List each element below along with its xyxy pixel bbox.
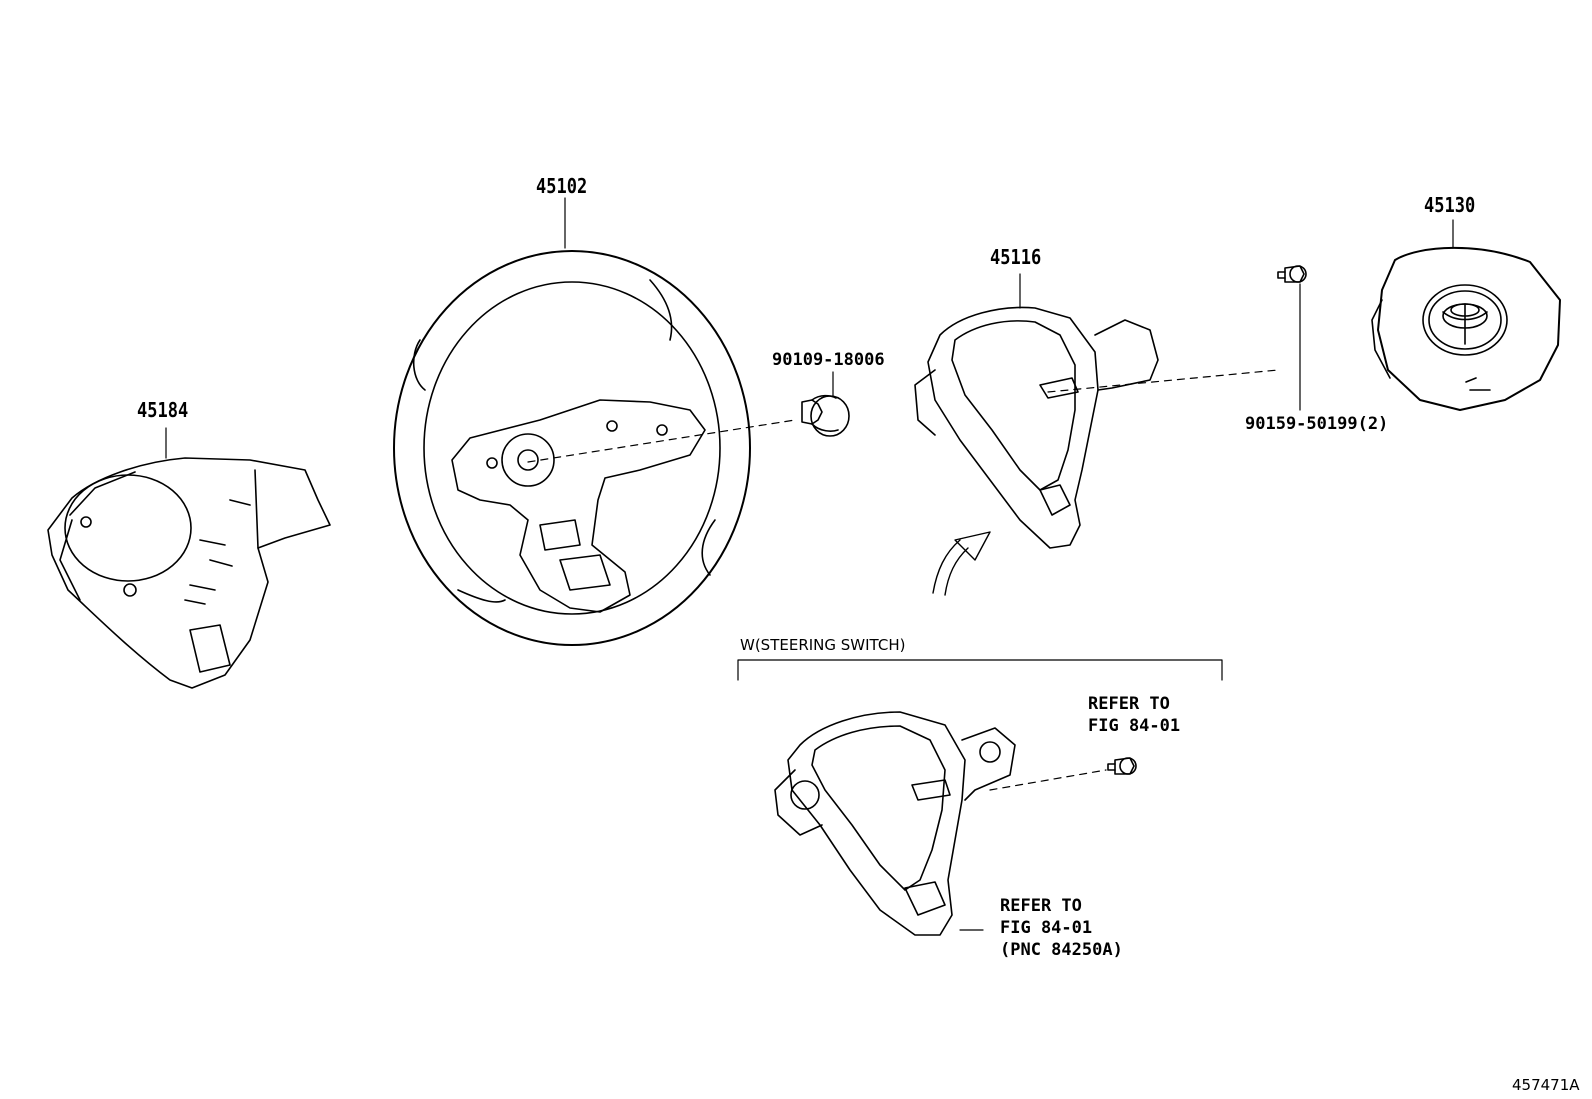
lower-cover-drawing [914,306,1159,549]
column-cover-drawing [47,457,331,689]
part-number-45102: 45102 [536,174,588,198]
part-number-45130: 45130 [1424,193,1476,217]
screw-drawing [1277,265,1307,283]
refer-upper-line2: FIG 84-01 [1088,716,1181,736]
part-number-90159-50199: 90159-50199(2) [1245,414,1389,434]
illustration-ref-number: 457471A [1512,1076,1580,1094]
leader-lines [165,197,1454,931]
part-number-90109-18006: 90109-18006 [772,350,885,370]
refer-lower-line3: (PNC 84250A) [1000,940,1123,960]
airbag-module-drawing [1371,246,1561,411]
part-number-45116: 45116 [990,245,1042,269]
nut-drawing [801,394,850,437]
dashed-lines [527,369,1279,791]
screw-lower-drawing [1107,757,1137,775]
part-number-45184: 45184 [137,398,189,422]
refer-lower-line2: FIG 84-01 [1000,918,1093,938]
condition-label: W(STEERING SWITCH) [740,636,906,654]
refer-lower-line1: REFER TO [1000,896,1082,916]
lower-cover-switch-drawing [774,711,1016,936]
steering-wheel-drawing [393,250,751,646]
curved-arrow [932,531,991,596]
refer-upper-line1: REFER TO [1088,694,1170,714]
condition-bracket [737,659,1223,681]
